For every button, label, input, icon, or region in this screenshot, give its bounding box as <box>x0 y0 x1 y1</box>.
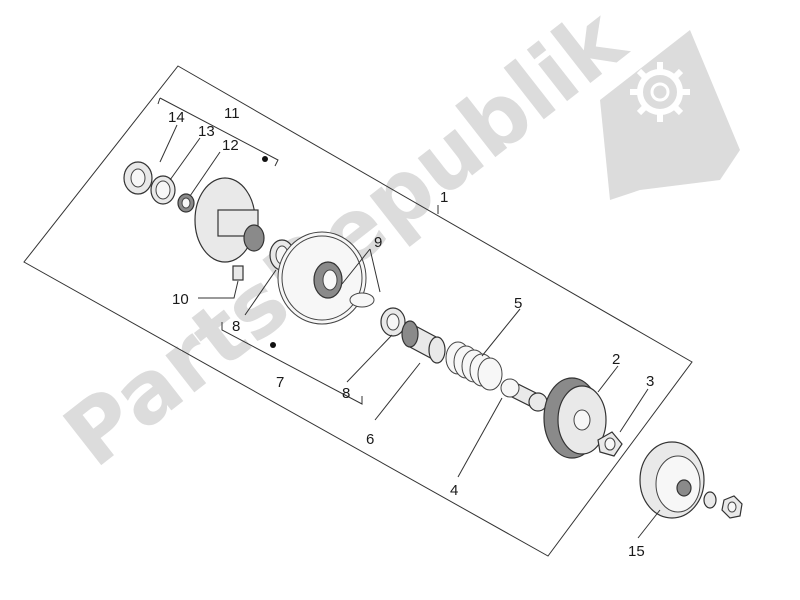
clutch-part-2 <box>543 377 607 459</box>
callout-5: 5 <box>514 295 522 312</box>
callout-1: 1 <box>440 189 448 206</box>
callout-14: 14 <box>168 109 185 126</box>
guide-pin-part-9 <box>349 292 375 308</box>
bushing-part-12 <box>177 193 195 213</box>
bearing-part-14 <box>123 161 153 195</box>
gear-flag-icon <box>600 30 740 200</box>
movable-pulley-half <box>277 231 367 325</box>
callout-4: 4 <box>450 482 458 499</box>
pin-part-10 <box>232 265 244 281</box>
sleeve-part-6 <box>401 320 446 364</box>
callout-7: 7 <box>276 374 284 391</box>
spring-part-5 <box>445 341 503 391</box>
small-washer <box>703 491 717 509</box>
callout-3: 3 <box>646 373 654 390</box>
callout-9: 9 <box>374 234 382 251</box>
group-dot <box>270 342 276 348</box>
leader-lines <box>159 124 661 539</box>
callout-15: 15 <box>628 543 645 560</box>
callout-8-lower: 8 <box>342 385 350 402</box>
callout-11: 11 <box>224 105 240 122</box>
washer-part-3 <box>597 431 623 457</box>
callout-13: 13 <box>198 123 215 140</box>
group-bracket-11 <box>159 97 279 167</box>
clutch-bell-part-15 <box>639 441 705 519</box>
fixed-pulley-half <box>194 177 265 263</box>
callout-2: 2 <box>612 351 620 368</box>
callout-12: 12 <box>222 137 239 154</box>
oring-part-8-lower <box>380 307 406 337</box>
callout-8-upper: 8 <box>232 318 240 335</box>
group-dot <box>262 156 268 162</box>
callout-6: 6 <box>366 431 374 448</box>
nut <box>721 495 743 519</box>
assembly-frame <box>23 65 693 557</box>
group-bracket-7 <box>221 322 363 405</box>
callout-10: 10 <box>172 291 189 308</box>
seal-ring-part-13 <box>150 175 176 205</box>
cap-part-4 <box>500 378 548 412</box>
